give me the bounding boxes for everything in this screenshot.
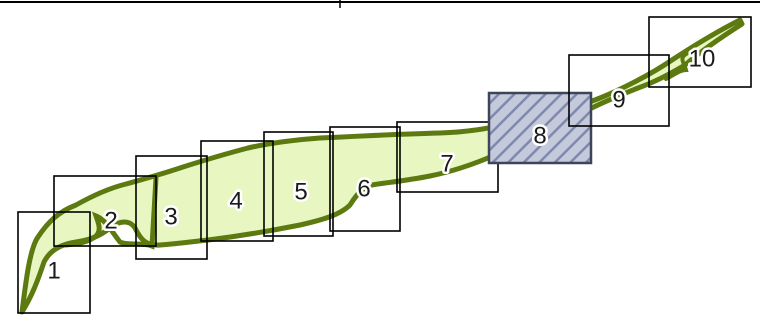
tile-8: 8 [487,91,593,165]
tile-3: 3 [135,155,208,260]
tile-label: 1 [47,257,60,284]
tile-box [200,140,274,242]
tile-2: 2 [53,175,157,247]
tile-label: 2 [104,207,117,234]
tile-label: 5 [294,178,307,205]
elongated-region [19,17,745,315]
tile-label: 7 [440,150,453,177]
outline-detail-left [63,175,159,250]
tile-4: 4 [200,140,274,242]
outline-detail-right [664,51,690,81]
tile-9: 9 [568,54,670,127]
tile-box [53,175,157,247]
tile-box [135,155,208,260]
tile-1: 1 [17,211,91,314]
tile-label: 4 [229,187,242,214]
tile-box [568,54,670,127]
tiles-layer: 1 2 3 4 5 6 7 8 9 10 [17,16,752,314]
tile-6: 6 [329,126,401,232]
tile-label: 9 [612,86,625,113]
tile-5: 5 [263,131,334,237]
tile-box-highlighted [487,91,593,165]
tile-label: 8 [533,122,546,149]
tile-box [263,131,334,237]
tile-label: 3 [164,203,177,230]
tile-10: 10 [648,16,752,88]
tile-label: 10 [689,45,716,72]
tile-box [648,16,752,88]
tile-box [329,126,401,232]
tile-label: 6 [357,175,370,202]
